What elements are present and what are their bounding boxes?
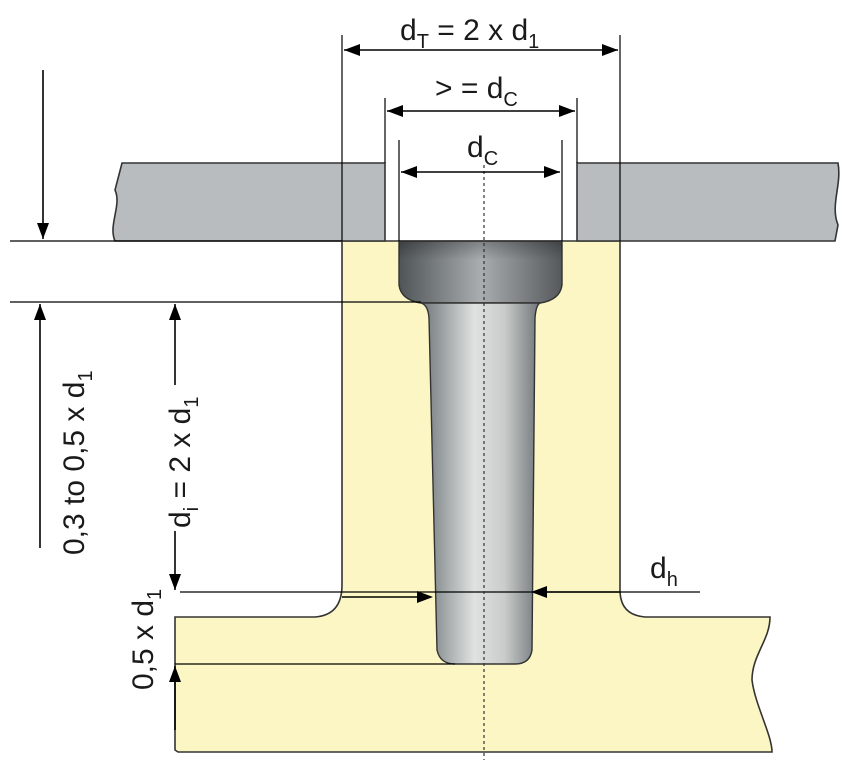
top-plate-left [112, 162, 386, 242]
label-dc: dC [467, 131, 498, 170]
label-ge-dc: > = dC [435, 72, 518, 111]
label-dt: dT = 2 x d1 [400, 14, 539, 53]
rivet-shank [420, 302, 541, 665]
rivet-head-shade [399, 241, 562, 260]
top-plate-right [576, 162, 840, 242]
label-di: di = 2 x d1 [164, 397, 203, 529]
label-dh: dh [650, 552, 678, 591]
label-bottom: 0,5 x d1 [127, 589, 166, 690]
label-thickness: 0,3 to 0,5 x d1 [58, 370, 97, 555]
